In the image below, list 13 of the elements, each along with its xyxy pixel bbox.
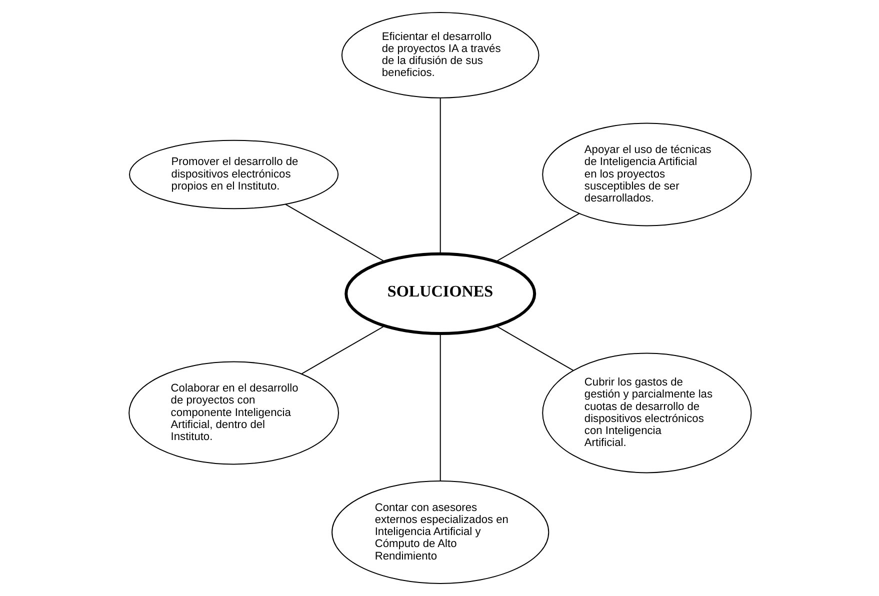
connector bbox=[496, 213, 579, 262]
connector bbox=[496, 326, 573, 371]
connector bbox=[301, 326, 384, 374]
node-ellipse: Promover el desarrollo de dispositivos electrónicos propios en el Instituto. bbox=[128, 140, 338, 210]
node-ellipse: Apoyar el uso de técnicas de Inteligencia Artificial en los proyectos susceptibles de ser desarrollados. bbox=[542, 122, 752, 226]
node-ellipse: SOLUCIONES bbox=[344, 252, 536, 336]
node-ellipse: Cubrir los gastos de gestión y parcialmente las cuotas de desarrollo de dispositivos electrónicos con Inteligencia Artificial. bbox=[542, 352, 752, 474]
connector bbox=[284, 204, 384, 262]
node-ellipse: Colaborar en el desarrollo de proyectos con componente Inteligencia Artificial, dentro del Instituto. bbox=[128, 361, 338, 465]
connector bbox=[439, 334, 440, 480]
node-ellipse: Eficientar el desarrollo de proyectos IA a través de la difusión de sus beneficios. bbox=[340, 12, 539, 98]
node-ellipse: Contar con asesores externos especializados en Inteligencia Artificial y Cómputo de Alto Rendimiento bbox=[331, 480, 549, 584]
connector bbox=[439, 98, 440, 254]
